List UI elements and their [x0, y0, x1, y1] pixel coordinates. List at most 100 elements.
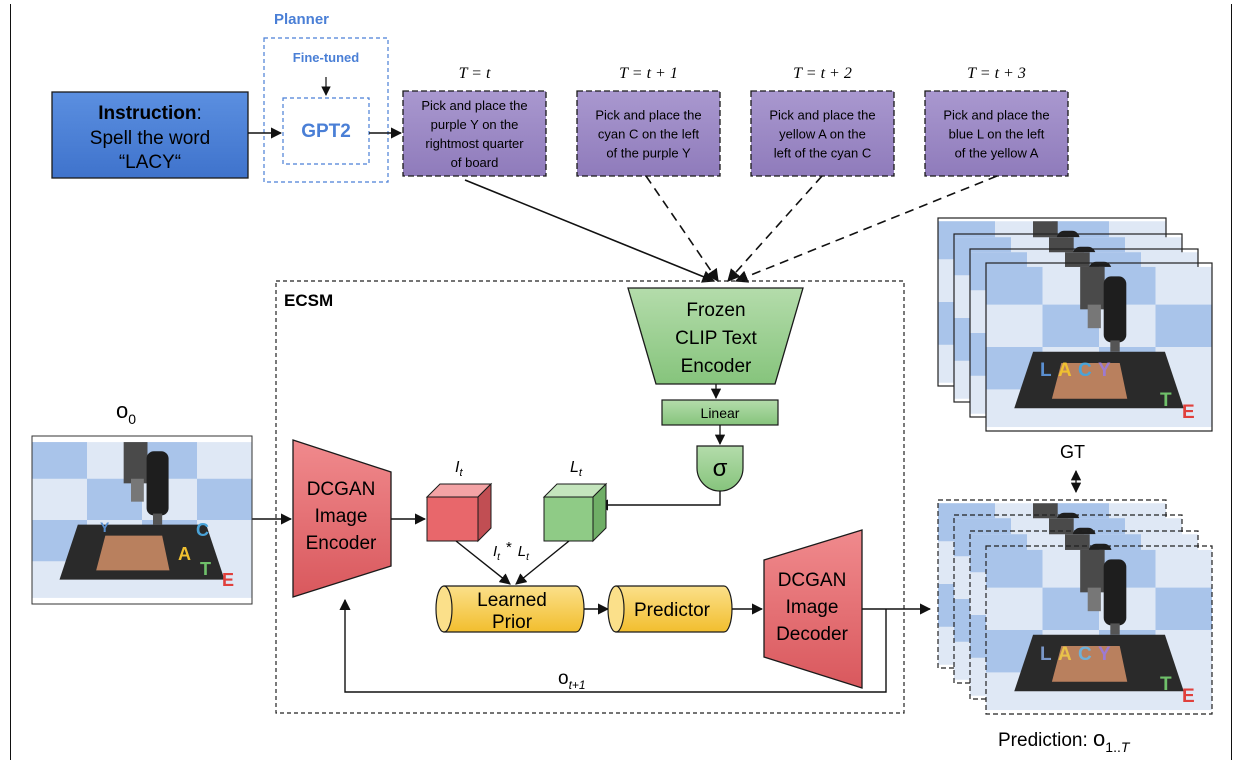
feedback-loop-arrow: [339, 598, 887, 693]
gt-letter-c: C: [1078, 360, 1092, 381]
instruction-box: [51, 91, 249, 179]
clip-encoder-shape: [627, 287, 804, 385]
step-box: [576, 90, 721, 177]
lt-sub: t: [579, 467, 583, 479]
gpt2-box: [282, 97, 370, 165]
prediction-sub-a: 1..: [1105, 739, 1121, 755]
step-text-line: of the purple Y: [606, 146, 691, 161]
step-text-line: rightmost quarter: [425, 136, 524, 151]
dcgan-decoder-shape: [763, 529, 863, 689]
obs-letter-c: C: [196, 520, 209, 540]
sigma-gate: [696, 445, 744, 492]
lt-base: L: [570, 459, 579, 476]
instruction-line2: “LACY“: [119, 152, 181, 173]
step-text-line: of board: [451, 155, 499, 170]
it-sub: t: [459, 467, 463, 479]
pred-letter-c: C: [1078, 644, 1092, 665]
obs-letter-a: A: [178, 544, 191, 564]
predictor-label: Predictor: [634, 600, 711, 621]
observation-letters: Y C A T E: [100, 519, 234, 590]
instruction-label: Instruction: [98, 103, 196, 124]
it-base: I: [455, 459, 460, 476]
step-text-line: Pick and place the: [943, 108, 1049, 123]
gpt2-label: GPT2: [301, 121, 351, 142]
observation-base: o: [116, 398, 128, 423]
pred-letter-t: T: [1160, 674, 1172, 695]
decoder-line1: DCGAN: [778, 570, 847, 591]
clip-line1: Frozen: [686, 300, 745, 321]
step-time-label: T = t: [459, 65, 491, 82]
prediction-frames: [937, 499, 1213, 715]
encoder-line3: Encoder: [306, 533, 377, 554]
planner-box: [263, 37, 389, 183]
product-right-sub: t: [526, 552, 530, 563]
planner-title: Planner: [274, 11, 329, 28]
sigma-to-lt-arrow: [596, 491, 721, 511]
step2-to-clip-arrow: [645, 175, 719, 283]
prediction-label: Prediction: o1..T: [998, 726, 1131, 755]
language-latent-cube: [542, 482, 608, 543]
sigma-label: σ: [713, 455, 728, 482]
it-label: It: [455, 459, 463, 479]
finetuned-label: Fine-tuned: [293, 50, 359, 65]
dcgan-encoder-shape: [292, 439, 392, 598]
instruction-line1: Spell the word: [90, 128, 210, 149]
prediction-letters: L A C Y T E: [1040, 644, 1195, 707]
step1-to-clip-arrow: [464, 179, 716, 283]
clip-line3: Encoder: [681, 356, 752, 377]
step-box: [402, 90, 547, 177]
step-time-label: T = t + 1: [619, 65, 678, 82]
ecsm-label: ECSM: [284, 291, 333, 310]
gt-label: GT: [1060, 442, 1085, 462]
linear-label: Linear: [701, 405, 740, 421]
step-text-line: Pick and place the: [769, 108, 875, 123]
pred-letter-a: A: [1058, 644, 1072, 665]
ecsm-box: [275, 280, 905, 714]
pred-letter-y: Y: [1098, 644, 1111, 665]
prediction-text: Prediction:: [998, 730, 1093, 751]
predictor-cylinder: [607, 585, 733, 633]
lt-label: Lt: [570, 459, 583, 479]
gt-letter-t: T: [1160, 390, 1172, 411]
feedback-label: ot+1: [558, 668, 586, 692]
product-left-sub: t: [497, 552, 501, 563]
gt-letter-y: Y: [1098, 360, 1111, 381]
it-to-prior-arrow: [455, 540, 511, 585]
step-text-line: left of the cyan C: [774, 146, 872, 161]
step4-to-clip-arrow: [734, 175, 998, 283]
pred-letter-e: E: [1182, 686, 1195, 707]
observation-sub: 0: [128, 411, 136, 427]
encoder-line2: Image: [315, 506, 368, 527]
step-text-line: of the yellow A: [955, 146, 1039, 161]
plan-steps: T = t Pick and place the purple Y on the ri…: [402, 65, 1069, 177]
obs-letter-t: T: [200, 559, 211, 579]
image-latent-cube: [425, 482, 493, 543]
linear-box: [661, 399, 779, 426]
obs-letter-e: E: [222, 570, 234, 590]
ground-truth-frames: [937, 217, 1213, 432]
figure-frame: [10, 4, 1232, 760]
product-op: *: [506, 539, 512, 556]
feedback-sub: t+1: [569, 678, 586, 692]
step-text-line: blue L on the left: [949, 127, 1045, 142]
prior-line1: Learned: [477, 590, 547, 611]
step3-to-clip-arrow: [727, 175, 823, 282]
step-box: [750, 90, 895, 177]
instruction-heading: Instruction:: [98, 103, 201, 124]
gt-letters: L A C Y T E: [1040, 360, 1195, 423]
step-time-label: T = t + 2: [793, 65, 852, 82]
step-text-line: purple Y on the: [431, 117, 519, 132]
prediction-sub-b: T: [1121, 739, 1131, 755]
input-observation-image: [31, 435, 253, 605]
prior-line2: Prior: [492, 612, 533, 633]
step-text-line: Pick and place the: [421, 98, 527, 113]
product-right: L: [518, 543, 526, 560]
feedback-base: o: [558, 668, 569, 689]
observation-label: o0: [116, 398, 136, 427]
product-left: I: [493, 543, 497, 560]
gt-letter-a: A: [1058, 360, 1072, 381]
instruction-colon: :: [196, 103, 201, 124]
gt-letter-l: L: [1040, 360, 1052, 381]
gt-letter-e: E: [1182, 402, 1195, 423]
